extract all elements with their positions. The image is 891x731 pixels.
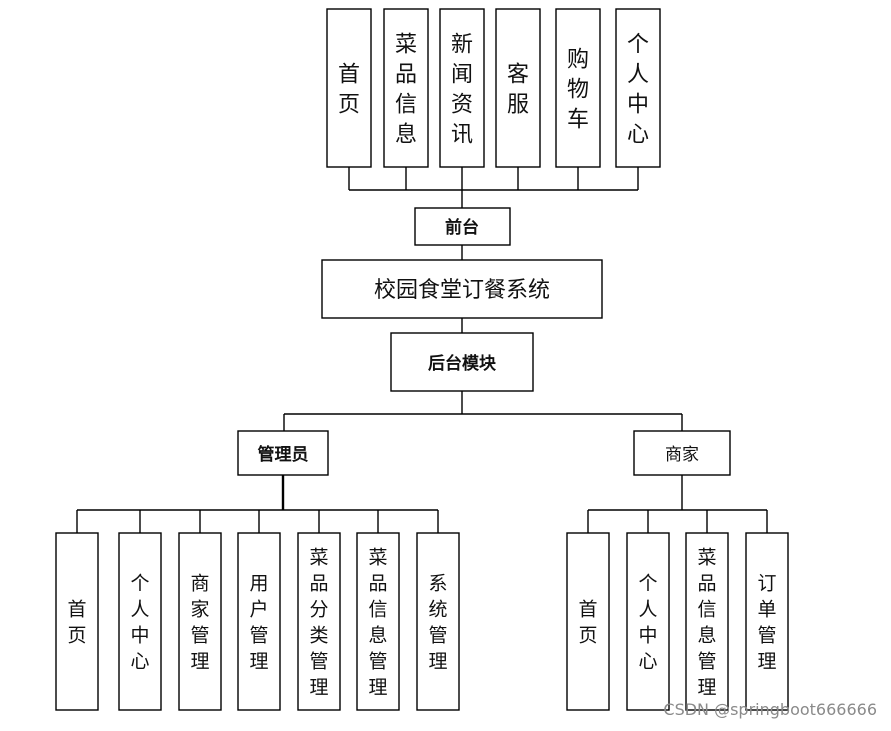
- front-item-box-4: [555, 8, 601, 168]
- merchant-item-2: 菜品信息管理: [697, 546, 716, 698]
- merchant-item-1: 个人中心: [638, 572, 657, 672]
- admin-item-box-6: [416, 532, 460, 711]
- system-node: [321, 259, 603, 319]
- admin-item-box-3: [237, 532, 281, 711]
- admin-item-box-2: [178, 532, 222, 711]
- admin-label: 管理员: [258, 444, 309, 465]
- merchant-item-box-2: [685, 532, 729, 711]
- front-item-4: 购物车: [567, 47, 589, 132]
- admin-item-box-0: [55, 532, 99, 711]
- admin-item-box-5: [356, 532, 400, 711]
- system-title: 校园食堂订餐系统: [374, 278, 550, 303]
- front-item-box-1: [383, 8, 429, 168]
- front-item-box-3: [495, 8, 541, 168]
- front-item-3: 客服: [507, 62, 529, 117]
- merchant-item-labels: 首页 个人中心 菜品信息管理 订单管理: [578, 546, 776, 698]
- admin-items: [55, 532, 460, 711]
- front-item-box-5: [615, 8, 661, 168]
- admin-item-4: 菜品分类管理: [309, 546, 328, 698]
- merchant-item-0: 首页: [578, 598, 597, 646]
- admin-item-0: 首页: [67, 598, 86, 646]
- merchant-item-3: 订单管理: [757, 572, 776, 672]
- front-item-1: 菜品信息: [395, 32, 417, 147]
- front-items: [326, 8, 661, 168]
- front-item-5: 个人中心: [627, 32, 649, 147]
- front-item-2: 新闻资讯: [451, 32, 473, 147]
- front-item-labels: 首页 菜品信息 新闻资讯 客服 购物车 个人中心: [338, 32, 649, 147]
- backend-label: 后台模块: [428, 353, 497, 374]
- merchant-item-box-3: [745, 532, 789, 711]
- merchant-node: [633, 430, 731, 476]
- front-item-box-2: [439, 8, 485, 168]
- front-item-0: 首页: [338, 62, 360, 117]
- merchant-item-box-0: [566, 532, 610, 711]
- admin-item-1: 个人中心: [130, 572, 149, 672]
- admin-item-labels: 首页 个人中心 商家管理 用户管理 菜品分类管理 菜品信息管理 系统管理: [67, 546, 447, 698]
- backend-node: [390, 332, 534, 392]
- front-label: 前台: [445, 217, 479, 238]
- front-item-box-0: [326, 8, 372, 168]
- merchant-item-box-1: [626, 532, 670, 711]
- admin-item-2: 商家管理: [190, 572, 209, 672]
- merchant-items: [566, 532, 789, 711]
- admin-node: [237, 430, 329, 476]
- merchant-label: 商家: [665, 445, 699, 465]
- admin-item-box-1: [118, 532, 162, 711]
- admin-item-3: 用户管理: [249, 572, 268, 672]
- front-node: [414, 207, 511, 246]
- admin-item-5: 菜品信息管理: [368, 546, 387, 698]
- admin-item-box-4: [297, 532, 341, 711]
- admin-item-6: 系统管理: [428, 572, 447, 672]
- watermark: CSDN @springboot666666: [663, 700, 877, 719]
